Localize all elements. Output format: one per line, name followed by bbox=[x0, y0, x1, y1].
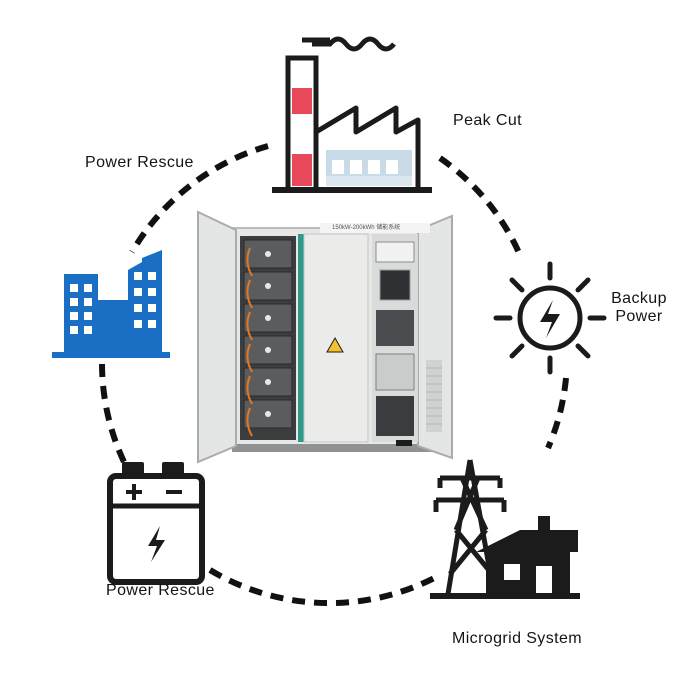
label-backup-power-line1: Backup bbox=[611, 290, 667, 307]
dashed-arc-bottom bbox=[208, 567, 442, 607]
label-power-rescue-top: Power Rescue bbox=[85, 154, 194, 171]
cabinet-nameplate: 150kW-200kWh 储能系统 bbox=[332, 225, 401, 231]
dashed-arc-top-left bbox=[129, 143, 269, 254]
energy-storage-cabinet-image bbox=[197, 210, 453, 464]
dashed-circle bbox=[99, 143, 569, 607]
factory-icon bbox=[272, 36, 432, 193]
label-microgrid-system: Microgrid System bbox=[452, 630, 582, 647]
dashed-arc-left bbox=[99, 363, 131, 472]
city-buildings-icon bbox=[52, 250, 170, 358]
label-power-rescue-bottom: Power Rescue bbox=[106, 582, 215, 599]
dashed-arc-top-right bbox=[438, 155, 523, 257]
sun-bolt-icon bbox=[493, 261, 607, 375]
label-backup-power: Backup Power bbox=[608, 290, 670, 326]
transmission-tower-house-icon bbox=[430, 459, 580, 599]
label-peak-cut: Peak Cut bbox=[453, 112, 523, 129]
battery-bolt-icon bbox=[107, 462, 205, 585]
label-backup-power-line2: Power bbox=[615, 308, 663, 325]
dashed-arc-right bbox=[545, 377, 569, 450]
